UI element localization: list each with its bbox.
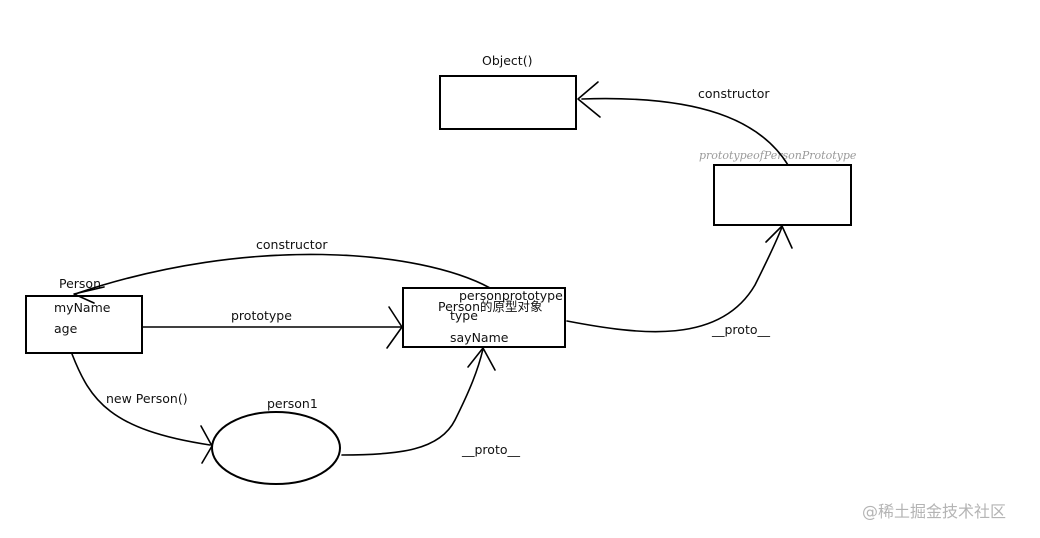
- constructor-left-edge: [77, 253, 491, 294]
- person-prototype-subtitle: Person的原型对象: [438, 299, 543, 314]
- person-prototype-field-sayname: sayName: [450, 330, 509, 345]
- new-person-arrowhead: [200, 425, 213, 464]
- person1-title: person1: [267, 396, 318, 411]
- object-box: [439, 75, 577, 130]
- proto-bottom-arrowhead: [467, 347, 496, 371]
- constructor-top-label: constructor: [698, 86, 770, 101]
- proto-right-edge: [566, 226, 783, 333]
- proto-right-label: __proto__: [711, 322, 771, 337]
- constructor-left-label: constructor: [256, 237, 328, 252]
- proto-bottom-label: __proto__: [461, 442, 521, 457]
- proto-bottom-edge: [341, 348, 484, 456]
- person-field-age: age: [54, 321, 78, 336]
- new-person-edge: [71, 353, 211, 446]
- person-prototype-title: personprototype: [459, 288, 563, 303]
- prototype-arrowhead: [386, 306, 403, 349]
- person-title: Person: [59, 276, 101, 291]
- prototype-of-person-prototype-title: prototypeofPersonPrototype: [699, 149, 857, 162]
- prototype-of-person-prototype-box: [713, 164, 852, 226]
- person-prototype-field-type: type: [450, 308, 478, 323]
- proto-right-arrowhead: [765, 225, 793, 249]
- object-title: Object(): [482, 53, 532, 68]
- constructor-left-arrowhead: [73, 286, 105, 304]
- watermark: @稀土掘金技术社区: [862, 502, 1006, 521]
- constructor-top-arrowhead: [577, 81, 601, 118]
- new-person-label: new Person(): [106, 391, 188, 406]
- prototype-label: prototype: [231, 308, 292, 323]
- person-box: [25, 295, 143, 354]
- person1-ellipse: [211, 411, 341, 485]
- person-prototype-box: [402, 287, 566, 348]
- constructor-top-edge: [581, 97, 789, 166]
- person-field-myname: myName: [54, 300, 111, 315]
